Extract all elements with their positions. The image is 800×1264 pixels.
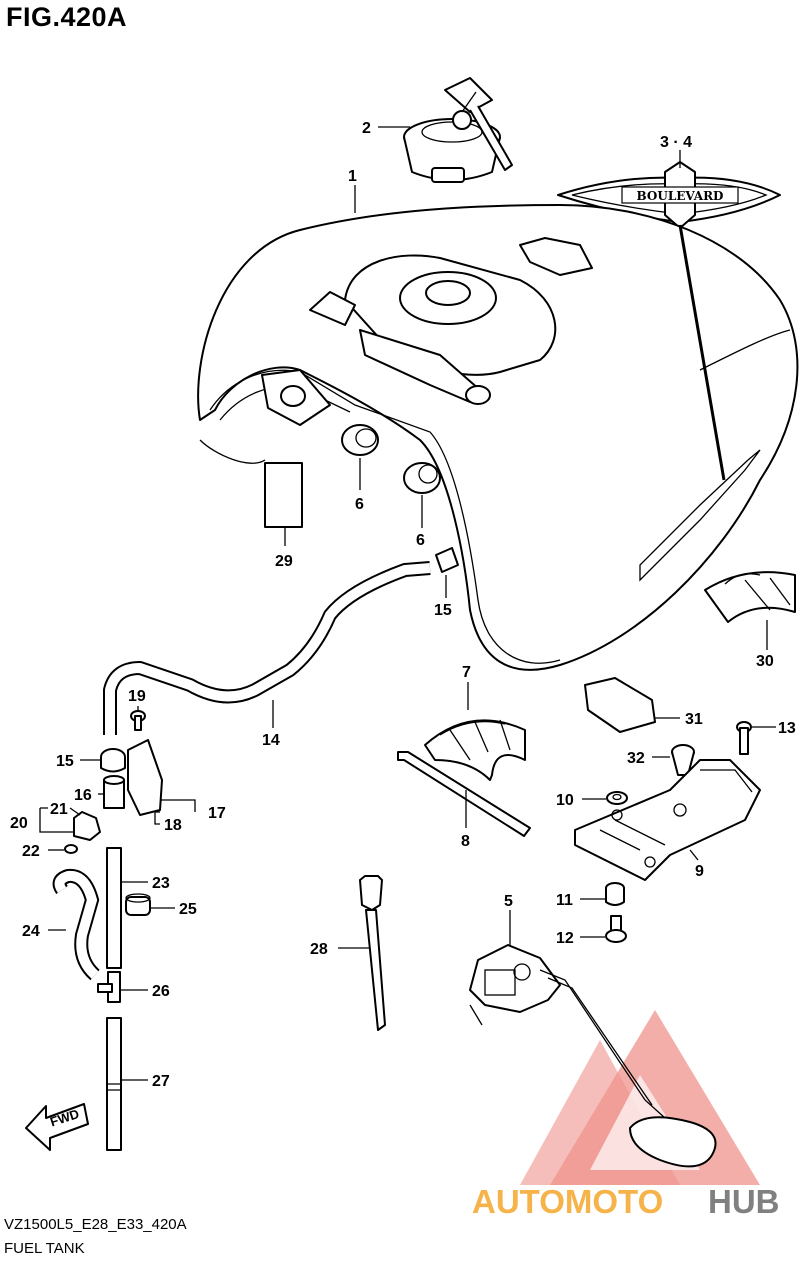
- callout-7: 7: [462, 664, 471, 681]
- knob-part: [671, 744, 695, 776]
- cushion-block-part: [584, 677, 656, 733]
- watermark-text: AUTOMOTO HUB: [472, 1183, 780, 1220]
- fuel-cap-part: [403, 77, 513, 183]
- callout-20: 20: [10, 815, 28, 832]
- callout-18: 18: [164, 817, 182, 834]
- leader-lines: [39, 126, 776, 1081]
- callout-30: 30: [756, 653, 774, 670]
- figure-title: FIG.420A: [6, 2, 128, 32]
- callout-21: 21: [50, 801, 68, 818]
- callout-10: 10: [556, 792, 574, 809]
- hose-bent-part: [52, 868, 100, 981]
- hose-straight-part: [106, 847, 122, 969]
- callout-26: 26: [152, 983, 170, 1000]
- callout-14: 14: [262, 732, 280, 749]
- callout-17: 17: [208, 805, 226, 822]
- callout-15-left: 15: [56, 753, 74, 770]
- cap-part: [125, 893, 151, 916]
- callout-3-4: 3 · 4: [660, 134, 692, 151]
- watermark-text-secondary: HUB: [708, 1183, 780, 1220]
- callout-11: 11: [556, 892, 573, 909]
- bolt-tiny-part: [64, 844, 78, 854]
- callout-25: 25: [179, 901, 197, 918]
- washer-part: [606, 791, 628, 805]
- callout-9: 9: [695, 863, 704, 880]
- figure-caption: FUEL TANK: [4, 1240, 85, 1257]
- callout-15-top: 15: [434, 602, 452, 619]
- cable-tie-part: [397, 751, 531, 837]
- callout-27: 27: [152, 1073, 170, 1090]
- callout-16: 16: [74, 787, 92, 804]
- bolt-small-part: [130, 710, 146, 731]
- clamp-part: [435, 547, 459, 573]
- label-sticker-part: [264, 462, 303, 528]
- callout-19: 19: [128, 688, 146, 705]
- callout-8: 8: [461, 833, 470, 850]
- bolt-part: [736, 721, 752, 755]
- fuel-tank-part: [197, 204, 799, 671]
- cushion-part: [424, 719, 526, 781]
- cable-tie-vertical-part: [359, 875, 386, 1031]
- grommet-part: [341, 424, 441, 494]
- hose-clip-part: [100, 748, 126, 773]
- grommet-lower-part: [605, 882, 625, 906]
- callout-23: 23: [152, 875, 170, 892]
- callout-32: 32: [627, 750, 645, 767]
- bracket-clip-part: [73, 811, 101, 841]
- callout-12: 12: [556, 930, 574, 947]
- model-code: VZ1500L5_E28_E33_420A: [4, 1216, 187, 1233]
- callout-5: 5: [504, 893, 513, 910]
- callouts: 2 1 3 · 4 6 6 29 15 14 30 7 8 31 13 32 1…: [10, 120, 796, 1090]
- callout-31: 31: [685, 711, 703, 728]
- screw-part: [605, 915, 627, 943]
- watermark-text-primary: AUTOMOTO: [472, 1183, 663, 1220]
- callout-24: 24: [22, 923, 40, 940]
- hose-lower-part: [106, 1017, 122, 1151]
- callout-29: 29: [275, 553, 293, 570]
- rollover-valve-part: [103, 739, 163, 816]
- watermark-logo: [520, 1010, 760, 1185]
- forward-arrow-icon: FWD: [25, 1103, 89, 1151]
- callout-22: 22: [22, 843, 40, 860]
- emblem-text: BOULEVARD: [637, 189, 724, 203]
- breather-hose-part: [103, 561, 431, 735]
- t-joint-part: [97, 971, 121, 1003]
- fuel-gauge-part: [469, 944, 717, 1168]
- callout-28: 28: [310, 941, 328, 958]
- callout-6b: 6: [416, 532, 425, 549]
- callout-1: 1: [348, 168, 357, 185]
- bracket-plate-part: [574, 759, 761, 881]
- callout-13: 13: [778, 720, 796, 737]
- callout-2: 2: [362, 120, 371, 137]
- cushion-rear-part: [704, 571, 796, 623]
- callout-6a: 6: [355, 496, 364, 513]
